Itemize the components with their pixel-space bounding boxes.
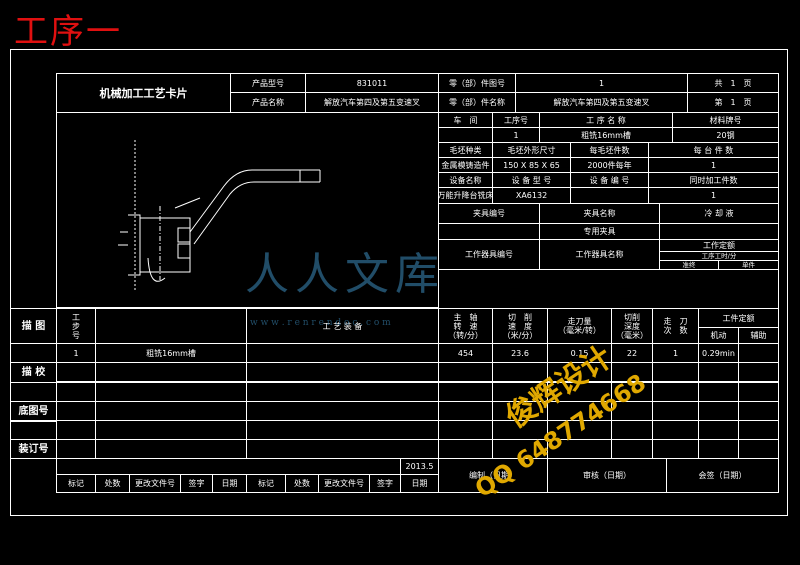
leader-line: [174, 197, 201, 209]
table-cell: [738, 362, 779, 382]
page-title: 工序一: [14, 12, 122, 52]
fork-slot-upper: [177, 227, 191, 243]
sign-label: 会签（日期）: [666, 458, 779, 493]
binding-no-label: 装订号: [10, 439, 57, 459]
fork-slot-lower: [177, 243, 191, 259]
footer-date-2: 日期: [400, 474, 439, 493]
trace-label: 描 校: [10, 362, 57, 383]
fork-pad-outline: [128, 214, 141, 276]
fork-hook: [147, 257, 166, 282]
watermark-url: w w w . r e n r e n d o c . c o m: [250, 318, 391, 328]
fork-arm-upper: [189, 169, 320, 233]
watermark-logo: 人人文库: [245, 249, 445, 300]
base-no-label: 底图号: [10, 401, 57, 422]
fork-body-outline: [140, 217, 191, 273]
fork-arm-lower: [193, 181, 320, 245]
drawing-frame: [10, 49, 788, 516]
